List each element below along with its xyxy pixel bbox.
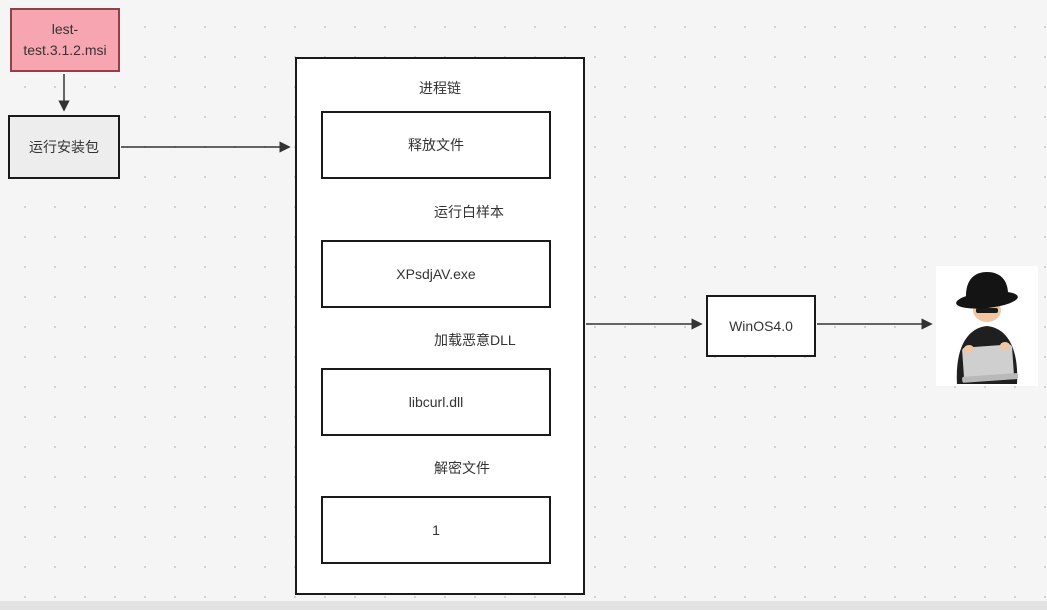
node-xpsdjav-exe[interactable]: XPsdjAV.exe [321, 240, 551, 308]
edge-label-decrypt-file: 解密文件 [434, 460, 490, 476]
node-winos[interactable]: WinOS4.0 [706, 295, 816, 357]
hacker-icon [936, 266, 1038, 386]
process-chain-title: 进程链 [419, 80, 461, 96]
node-msi-package[interactable]: lest-test.3.1.2.msi [10, 8, 120, 72]
canvas-bottom-edge [0, 601, 1047, 610]
edge-label-run-white-sample: 运行白样本 [434, 204, 504, 220]
node-libcurl-dll[interactable]: libcurl.dll [321, 368, 551, 436]
edge-label-load-malicious-dll: 加载恶意DLL [434, 332, 516, 348]
node-run-installer[interactable]: 运行安装包 [8, 115, 120, 179]
node-payload-1[interactable]: 1 [321, 496, 551, 564]
node-release-file[interactable]: 释放文件 [321, 111, 551, 179]
